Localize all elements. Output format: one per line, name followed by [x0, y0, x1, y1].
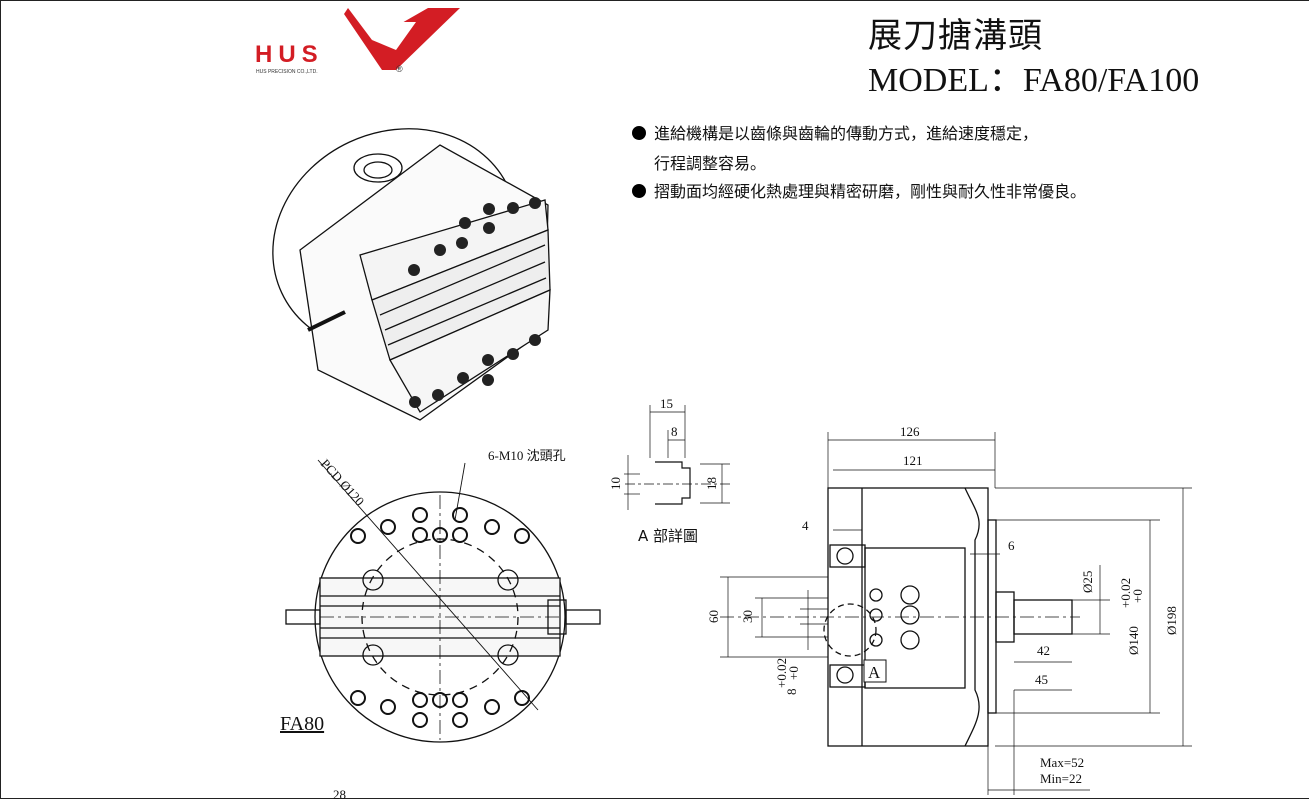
dim-min: Min=22: [1040, 771, 1082, 786]
feature-1-line2: 行程調整容易。: [654, 154, 767, 173]
dim-126: 126: [900, 424, 920, 439]
dim-42: 42: [1037, 643, 1050, 658]
front-view-holes: [350, 507, 530, 728]
feature-2-text: 摺動面均經硬化熱處理與精密研磨，剛性與耐久性非常優良。: [654, 182, 1087, 201]
detail-a-caption: A 部詳圖: [638, 527, 698, 545]
dim-45: 45: [1035, 672, 1048, 687]
isometric-view: [272, 128, 551, 421]
logo-brand: HUS: [255, 41, 324, 68]
detail-a-marker: A: [868, 663, 881, 682]
model-title: MODEL：FA80/FA100: [868, 62, 1200, 99]
dim-121: 121: [903, 453, 923, 468]
feature-1-line1: 進給機構是以齒條與齒輪的傳動方式，進給速度穩定，: [654, 124, 1039, 143]
pcd-label: PCD Ø120: [318, 456, 368, 509]
hus-logo: HUS HUS PRECISION CO.,LTD. ®: [255, 8, 460, 75]
logo-registered: ®: [396, 64, 403, 74]
dim-30: 30: [740, 610, 755, 623]
dim-140: Ø140: [1126, 626, 1141, 655]
detail-dim-8: 8: [671, 424, 678, 439]
dim-140-tol-dn: +0: [1130, 589, 1145, 603]
dim-8-tol-up: +0.02: [774, 658, 789, 688]
logo-subtitle: HUS PRECISION CO.,LTD.: [256, 69, 318, 75]
dim-60: 60: [706, 610, 721, 623]
detail-a-marker-box: [863, 659, 887, 683]
hole-label: 6-M10 沈頭孔: [488, 448, 566, 463]
detail-dim-18: 18: [704, 477, 719, 490]
dim-4: 4: [802, 518, 809, 533]
dim-8-tol-dn: +0: [786, 666, 801, 680]
front-view: [285, 459, 601, 743]
feature-2: 摺動面均經硬化熱處理與精密研磨，剛性與耐久性非常優良。: [632, 178, 1086, 202]
detail-dim-15: 15: [660, 396, 673, 411]
dim-max: Max=52: [1040, 755, 1084, 770]
dim-25: Ø25: [1080, 571, 1095, 593]
bottom-dim-28: 28: [333, 787, 346, 799]
detail-dim-10: 10: [608, 477, 623, 490]
dim-8: 8: [784, 689, 799, 696]
bullet-dot-icon: [632, 184, 646, 198]
detail-a-drawing: [624, 405, 730, 510]
front-view-caption: FA80: [280, 713, 324, 735]
isometric-bolt-holes: [408, 197, 541, 408]
feature-1: 進給機構是以齒條與齒輪的傳動方式，進給速度穩定，: [632, 120, 1038, 144]
dim-6: 6: [1008, 538, 1015, 553]
side-view: [720, 432, 1192, 795]
title-chinese: 展刀搪溝頭: [868, 16, 1043, 56]
dim-198: Ø198: [1164, 606, 1179, 635]
dim-140-tol-up: +0.02: [1118, 578, 1133, 608]
bullet-dot-icon: [632, 126, 646, 140]
